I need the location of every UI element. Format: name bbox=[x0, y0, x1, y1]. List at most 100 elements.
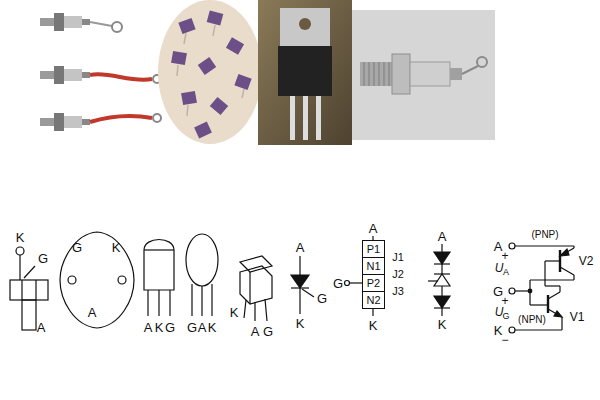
structure-wires-part bbox=[372, 308, 373, 316]
two-transistor-model-part bbox=[573, 275, 574, 280]
two-transistor-model-part bbox=[547, 295, 549, 313]
small-package-photo-part bbox=[213, 25, 215, 36]
to92-package-outline bbox=[144, 240, 174, 317]
structure-wires-part bbox=[345, 281, 350, 286]
small-package-photo-part bbox=[210, 97, 228, 115]
pin-label: A bbox=[144, 321, 153, 334]
stud-thyristor-photo-part bbox=[64, 116, 82, 128]
small-package-photo-part bbox=[194, 122, 212, 139]
diode-equivalent-symbol-part bbox=[434, 252, 450, 264]
stud-device-photo-part bbox=[450, 68, 462, 80]
stud-device-photo-part bbox=[410, 62, 450, 86]
stud-device-photo-part bbox=[360, 62, 392, 86]
stud-thyristor-photo-part bbox=[64, 16, 82, 28]
stud-thyristor-photo-part bbox=[82, 19, 90, 25]
to220-photo-part bbox=[258, 0, 352, 145]
stud-package-outline-part bbox=[10, 280, 48, 300]
voltage-label: U bbox=[495, 306, 504, 318]
stud-package-outline bbox=[10, 247, 48, 330]
pin-label: K bbox=[208, 321, 217, 334]
stud-thyristor-photo-part bbox=[40, 118, 54, 126]
terminal-label: K bbox=[494, 324, 503, 337]
loop-package-outline-part bbox=[191, 284, 192, 316]
two-transistor-model-part bbox=[515, 245, 574, 246]
loop-package-outline-part bbox=[201, 286, 202, 316]
stud-thyristor-photo-part bbox=[30, 5, 165, 145]
to220-package-outline bbox=[240, 256, 272, 321]
to220-package-outline-part bbox=[240, 256, 272, 272]
small-package-photo-part bbox=[184, 33, 186, 44]
transistor-type: (PNP) bbox=[531, 230, 558, 240]
voltage-label: U bbox=[495, 262, 504, 274]
two-transistor-model-part bbox=[528, 289, 532, 293]
terminal-label: K bbox=[296, 317, 305, 330]
small-package-photo-part bbox=[198, 57, 216, 75]
layer-label: P1 bbox=[367, 244, 380, 255]
stud-thyristor-photo-part bbox=[90, 22, 112, 26]
stud-thyristor-photo-part bbox=[153, 114, 161, 122]
stud-device-photo-part bbox=[477, 57, 487, 67]
to220-package-outline-part bbox=[254, 302, 255, 321]
layer-label: N1 bbox=[366, 261, 380, 272]
stud-thyristor-photo-part bbox=[90, 116, 152, 122]
pin-label: K bbox=[230, 306, 239, 319]
small-package-photo-part bbox=[187, 105, 188, 116]
two-transistor-model-part bbox=[515, 329, 562, 330]
stud-thyristor-photo-part bbox=[40, 66, 161, 84]
two-transistor-model-part bbox=[544, 261, 545, 286]
stud-thyristor-photo-part bbox=[112, 22, 122, 32]
to92-package-outline-part bbox=[147, 290, 148, 316]
to92-package-outline-part bbox=[158, 290, 159, 316]
small-package-photo bbox=[158, 0, 262, 144]
terminal-label: K bbox=[369, 319, 378, 332]
two-transistor-model-part bbox=[559, 286, 560, 292]
terminal-label: A bbox=[494, 240, 503, 253]
two-transistor-model-part bbox=[545, 260, 560, 261]
terminal-label: A bbox=[369, 222, 378, 235]
to3-package-outline-part bbox=[68, 276, 76, 284]
junction-label: J2 bbox=[392, 269, 404, 280]
stud-thyristor-photo-part bbox=[40, 113, 161, 131]
to92-package-outline-part bbox=[144, 240, 174, 291]
diode-equivalent-symbol-part bbox=[434, 296, 450, 308]
stud-device-photo-part bbox=[462, 66, 478, 74]
thyristor-symbol-part bbox=[291, 275, 309, 288]
stud-thyristor-photo-part bbox=[40, 13, 122, 32]
transistor-name: V1 bbox=[570, 311, 585, 323]
terminal-label: G bbox=[317, 292, 327, 305]
stud-package-outline-part bbox=[35, 280, 36, 300]
stud-device-photo-part bbox=[374, 62, 375, 86]
pin-label: G bbox=[38, 252, 48, 265]
to92-package-outline-part bbox=[144, 249, 174, 250]
to3-package-outline-part bbox=[118, 276, 126, 284]
pin-label: A bbox=[88, 306, 97, 319]
to220-photo-part bbox=[290, 96, 295, 140]
stud-device-photo-part bbox=[384, 62, 385, 86]
small-package-photo-part bbox=[226, 37, 244, 54]
pin-label: A bbox=[37, 321, 46, 334]
semiconductor-layer: N1 bbox=[362, 257, 385, 275]
two-transistor-model-part bbox=[509, 288, 515, 294]
stud-thyristor-photo-part bbox=[40, 71, 54, 79]
diode-equivalent-symbol-part bbox=[434, 307, 450, 308]
transistor-name: V2 bbox=[579, 255, 594, 267]
stud-device-photo-part bbox=[364, 62, 365, 86]
stud-device-photo-part bbox=[379, 62, 380, 86]
two-transistor-model-part bbox=[560, 267, 574, 275]
polarity-sign: − bbox=[501, 334, 508, 346]
to220-photo bbox=[258, 0, 352, 145]
to220-package-outline-part bbox=[265, 299, 267, 321]
stud-thyristor-photo-part bbox=[54, 66, 64, 84]
voltage-subscript: G bbox=[502, 312, 509, 321]
to220-photo-part bbox=[303, 96, 308, 140]
pin-label: G bbox=[263, 325, 273, 338]
small-package-photo-part bbox=[181, 91, 197, 105]
to220-photo-part bbox=[280, 8, 330, 48]
pin-label: A bbox=[251, 325, 260, 338]
to220-photo-part bbox=[316, 96, 321, 140]
small-package-photo-part bbox=[242, 89, 244, 98]
pin-label: A bbox=[198, 321, 207, 334]
two-transistor-model-part bbox=[530, 279, 574, 280]
pin-label: K bbox=[155, 321, 164, 334]
